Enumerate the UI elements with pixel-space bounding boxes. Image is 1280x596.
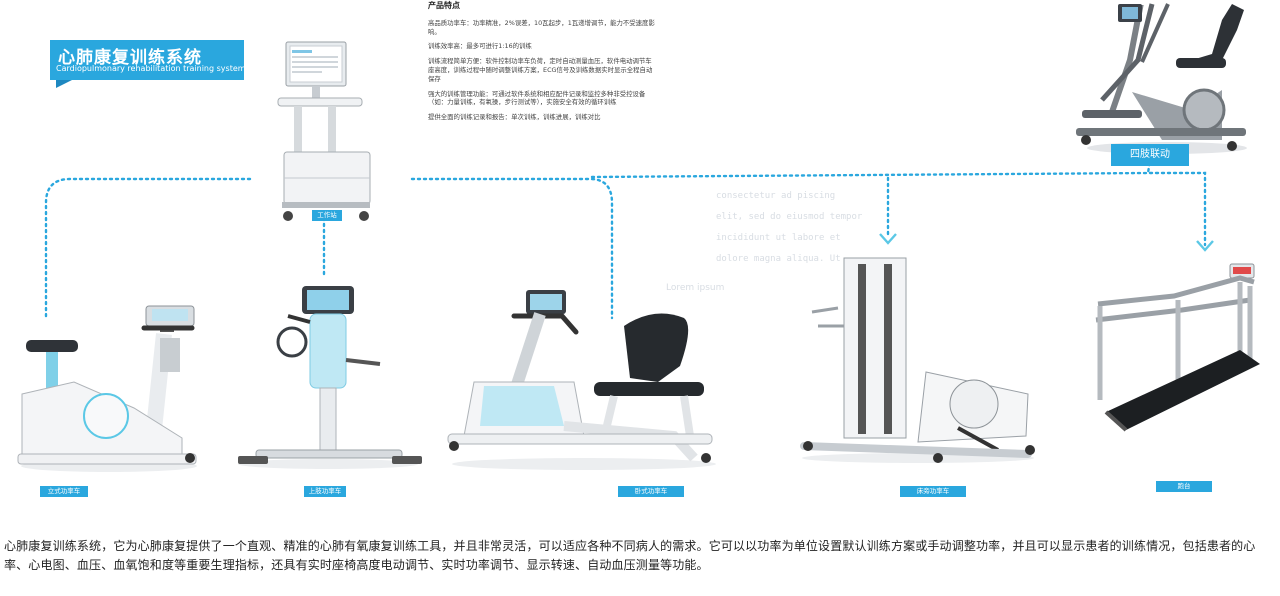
title-badge: 心肺康复训练系统 Cardiopulmonary rehabilitation …: [50, 40, 246, 80]
description-paragraph: 心肺康复训练系统，它为心肺康复提供了一个直观、精准的心肺有氧康复训练工具，并且非…: [4, 539, 1256, 572]
title-en: Cardiopulmonary rehabilitation training …: [56, 64, 246, 73]
ghost-text-extra: Lorem ipsum: [666, 283, 725, 293]
recumbent-bike-label: 卧式功率车: [618, 486, 684, 497]
workstation-label: 工作站: [312, 210, 342, 221]
connector-right: [410, 177, 614, 320]
limb-linkage-image: [1076, 3, 1247, 154]
title-cn: 心肺康复训练系统: [58, 48, 202, 68]
treadmill-image: [1095, 263, 1260, 432]
bedside-bike-label: 床旁功率车: [900, 486, 966, 497]
bedside-bike-image: [800, 257, 1035, 463]
ghost-text: consectetur ad piscing elit, sed do eius…: [716, 191, 863, 264]
arrow-down-icon: [879, 233, 897, 245]
upper-limb-bike-label: 上肢功率车: [304, 486, 346, 497]
connector-treadmill: [1148, 171, 1207, 247]
recumbent-bike-image: [447, 290, 716, 470]
arrow-down-icon: [1196, 240, 1214, 252]
limb-linkage-label: 四肢联动: [1111, 144, 1189, 166]
connector-left: [44, 177, 252, 320]
upper-limb-bike-image: [238, 286, 422, 469]
badge-tail: [56, 80, 72, 88]
feature-item: 训练效率高：最多可进行1:16的训练: [428, 42, 532, 51]
upright-bike-label: 立式功率车: [40, 486, 88, 497]
upright-bike-image: [17, 305, 197, 472]
workstation-image: [277, 41, 371, 221]
feature-item: 高品质功率车：功率精准，2%误差，10瓦起步，1瓦递增调节，能力不受速度影响。: [428, 18, 655, 36]
connector-top: [590, 158, 1152, 179]
features-block: 产品特点 高品质功率车：功率精准，2%误差，10瓦起步，1瓦递增调节，能力不受速…: [428, 1, 656, 128]
feature-item: 训练流程简单方便：软件控制功率车负荷，定时自动测量血压，软件电动调节车座高度，训…: [428, 57, 653, 83]
feature-item: 提供全面的训练记录和报告：单次训练，训练进展，训练对比: [428, 113, 601, 122]
feature-item: 强大的训练管理功能：可通过软件系统和相应配件记录和监控多种非受控设备（如：力量训…: [428, 89, 646, 107]
treadmill-label: 跑台: [1156, 481, 1212, 492]
features-heading: 产品特点: [428, 1, 460, 10]
